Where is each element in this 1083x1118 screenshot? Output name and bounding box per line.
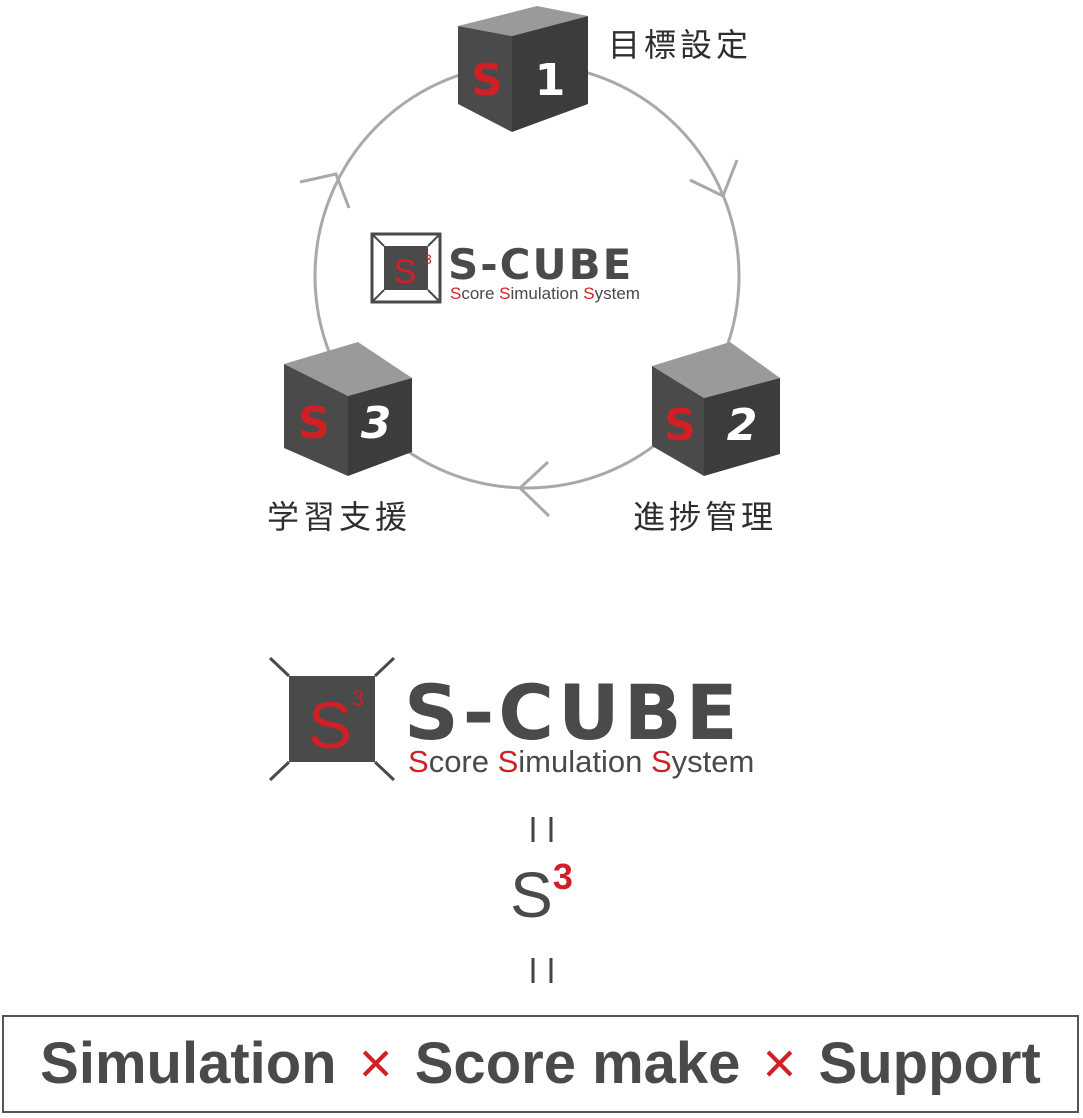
cube-2-number: 2 (727, 400, 758, 451)
equals-bottom (531, 958, 553, 983)
logo-large-sup: 3 (352, 686, 364, 711)
times-icon: × (762, 1031, 797, 1096)
cube-1-badge: S (471, 55, 503, 106)
cube-1-number: 1 (535, 55, 566, 106)
equals-marks (531, 817, 553, 983)
logo-large-letter: S (308, 688, 352, 762)
logo-small-mark: S 3 (370, 232, 442, 304)
equals-top (531, 817, 553, 842)
logo-large-wordmark: S-CUBE (404, 668, 742, 757)
footer-tagline-box: Simulation × Score make × Support (2, 1015, 1079, 1113)
step-3-label: 学習支援 (267, 498, 412, 536)
cube-step-2: S 2 (652, 342, 780, 476)
step-2-label: 進捗管理 (633, 498, 778, 536)
s-cubed: S3 (510, 855, 573, 931)
times-icon: × (358, 1031, 393, 1096)
logo-large-tagline: Score Simulation System (408, 744, 755, 779)
cube-step-3: S 3 (284, 342, 412, 476)
cycle-diagram: S 1 S 2 S 3 S 3 (284, 6, 780, 518)
step-1-label: 目標設定 (608, 26, 753, 64)
logo-small-sup: 3 (424, 251, 432, 267)
arrow-bottom-icon (517, 460, 551, 518)
arrow-left-icon (299, 172, 351, 209)
arrow-right-icon (689, 159, 739, 199)
logo-small-wordmark: S-CUBE (448, 240, 634, 289)
footer-part-3: Support (818, 1031, 1041, 1096)
logo-small-letter: S (394, 253, 417, 291)
footer-part-2: Score make (414, 1031, 741, 1096)
cube-3-badge: S (298, 398, 330, 449)
cube-3-number: 3 (361, 398, 392, 449)
cube-step-1: S 1 (458, 6, 588, 132)
logo-small-tagline: Score Simulation System (450, 284, 640, 303)
footer-part-1: Simulation (40, 1031, 337, 1096)
cube-2-badge: S (664, 400, 696, 451)
logo-large-mark-inner: S 3 (268, 656, 396, 782)
